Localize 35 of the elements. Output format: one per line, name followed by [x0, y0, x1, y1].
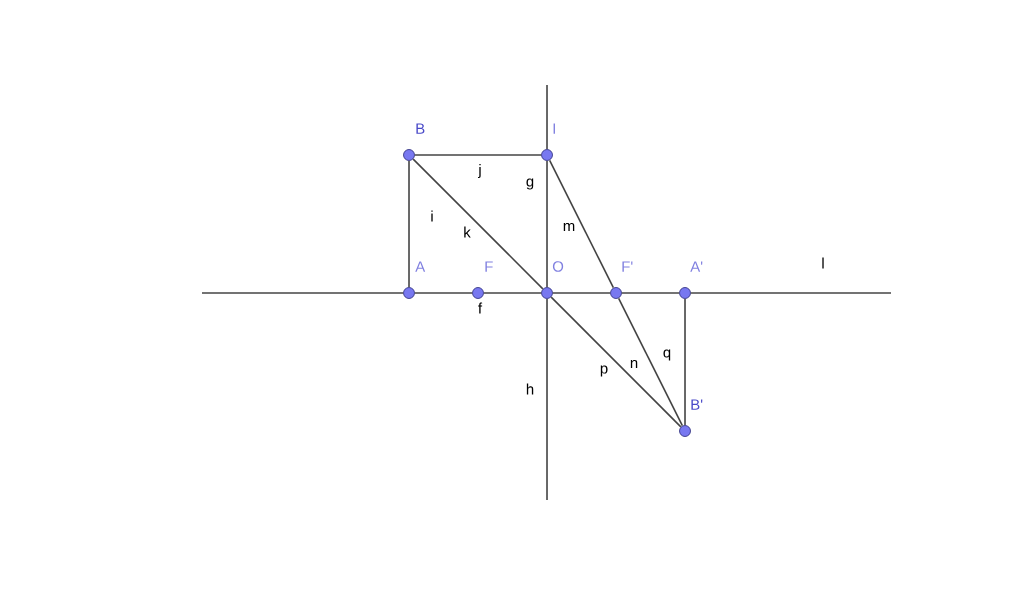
- line-segment: [546, 84, 548, 150]
- edge-label: h: [526, 383, 534, 395]
- point-label: O: [552, 261, 564, 272]
- line-segment: [201, 292, 404, 294]
- point-label: B': [691, 399, 703, 410]
- point-label: I: [553, 123, 555, 134]
- edge-label: p: [600, 365, 608, 377]
- line-segment: [550, 296, 682, 428]
- point-label: F': [622, 261, 633, 272]
- line-segment: [684, 298, 686, 426]
- edge-label: m: [563, 222, 575, 232]
- line-segment: [412, 158, 544, 290]
- edge-label: k: [464, 226, 471, 238]
- line-segment: [617, 297, 684, 427]
- line-segment: [483, 292, 542, 294]
- edge-label: n: [630, 359, 638, 369]
- line-name: f: [478, 302, 483, 314]
- line-segment: [546, 298, 548, 501]
- line-segment: [552, 292, 611, 294]
- point-label: A': [690, 261, 703, 272]
- line-segment: [690, 292, 892, 294]
- point-label: B: [416, 123, 425, 134]
- edge-label: q: [663, 349, 671, 361]
- edge-label: l: [822, 257, 824, 269]
- edge-label: j: [478, 164, 481, 178]
- line-segment: [414, 292, 473, 294]
- line-segment: [621, 292, 680, 294]
- point-label: F: [485, 261, 493, 272]
- line-segment: [408, 160, 410, 288]
- line-segment: [546, 160, 548, 288]
- edge-label: g: [526, 178, 534, 190]
- line-segment: [548, 159, 615, 289]
- point-label: A: [415, 261, 426, 272]
- edge-label: i: [431, 210, 433, 222]
- line-segment: [414, 154, 542, 156]
